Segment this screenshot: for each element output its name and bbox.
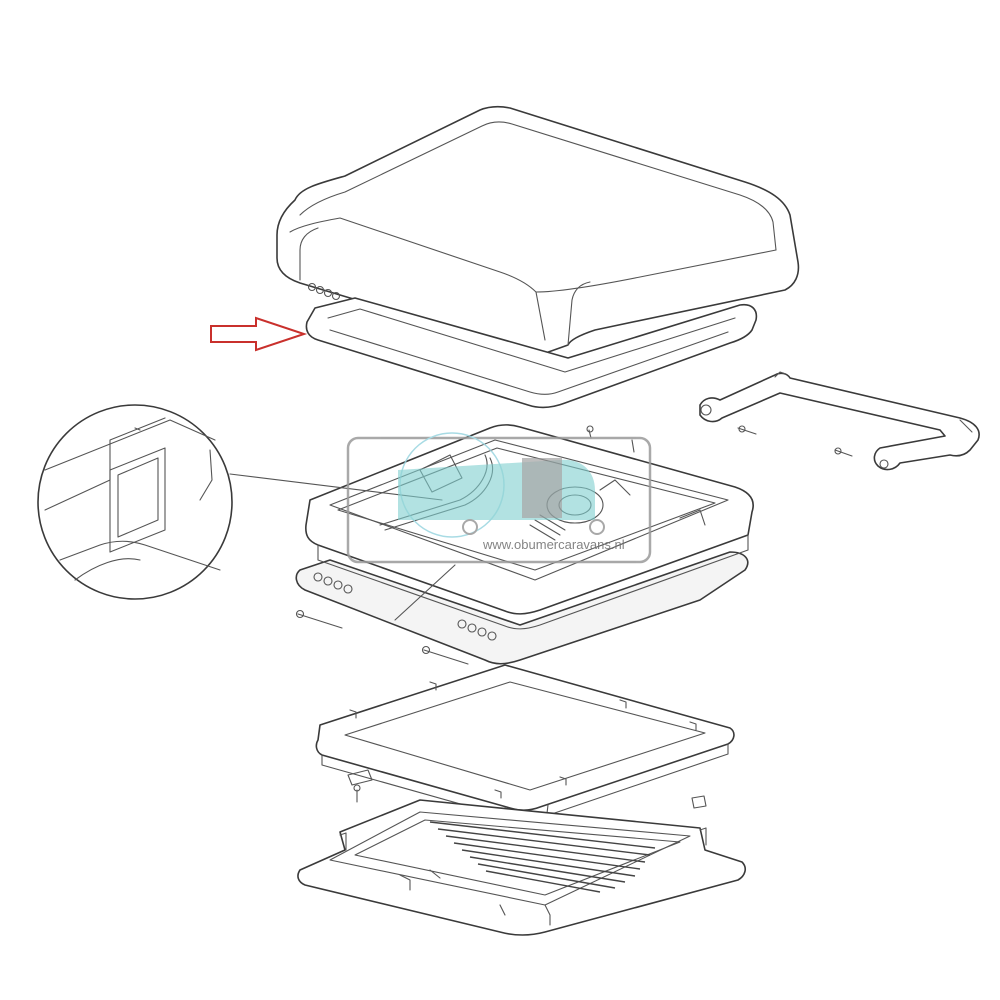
fly-screen-frame <box>297 799 747 936</box>
watermark-frame <box>346 436 652 564</box>
pointer-arrow <box>210 316 308 352</box>
cover-lid <box>276 105 800 356</box>
watermark: www.obumercaravans.nl <box>346 432 652 564</box>
watermark-caravan-icon <box>398 432 605 538</box>
detail-callout <box>37 404 443 600</box>
seal-ring <box>305 297 758 409</box>
lifting-arm <box>699 371 980 471</box>
pins <box>295 425 853 803</box>
inner-mounting-frame <box>315 664 735 831</box>
watermark-text: www.obumercaravans.nl <box>482 537 625 552</box>
